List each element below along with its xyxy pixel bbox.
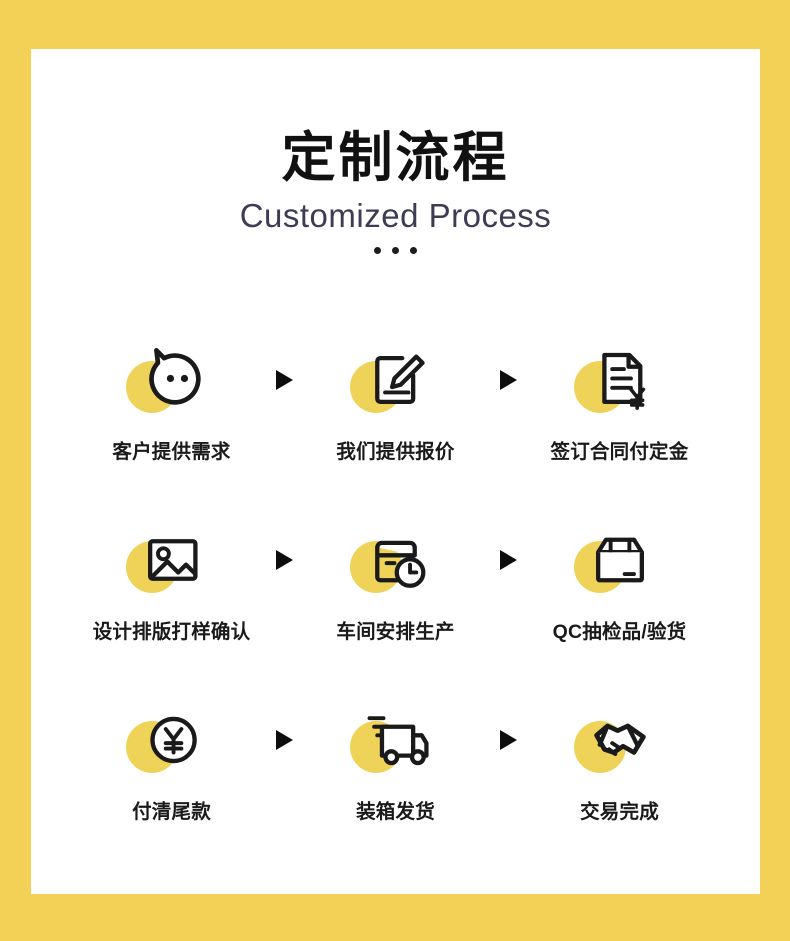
dot-icon — [410, 247, 417, 255]
step-icon-wrap — [344, 697, 448, 783]
step-label: 交易完成 — [580, 801, 659, 823]
process-step: 我们提供报价 — [303, 337, 489, 464]
page-title: 定制流程 — [281, 128, 510, 188]
step-label: 装箱发货 — [356, 801, 435, 823]
arrow-icon — [265, 517, 303, 603]
box-clock-icon — [374, 540, 425, 588]
step-icon-wrap — [120, 337, 224, 423]
process-step: 客户提供需求 — [79, 337, 265, 464]
process-step: 车间安排生产 — [303, 517, 489, 644]
process-step: QC抽检品/验货 — [527, 517, 713, 644]
process-step: 交易完成 — [527, 697, 713, 824]
process-row: 设计排版打样确认 — [31, 517, 760, 697]
handshake-icon — [593, 723, 646, 756]
contract-yen-icon — [601, 352, 645, 410]
dot-icon — [374, 247, 381, 255]
step-icon-wrap — [344, 517, 448, 603]
header-block: 定制流程 Customized Process — [31, 127, 760, 255]
process-row: 付清尾款 — [31, 697, 760, 877]
process-step: 签订合同付定金 — [527, 337, 713, 464]
process-steps-grid: 客户提供需求 我们提供报价 — [31, 337, 760, 877]
step-icon-wrap — [120, 517, 224, 603]
page-subtitle: Customized Process — [239, 197, 552, 235]
yen-coin-icon — [149, 716, 197, 764]
step-label: 车间安排生产 — [336, 621, 455, 643]
step-icon-wrap — [568, 337, 672, 423]
chat-face-icon — [148, 348, 201, 405]
image-picture-icon — [147, 539, 198, 581]
process-step: 设计排版打样确认 — [79, 517, 265, 644]
open-carton-icon — [595, 537, 644, 583]
step-icon-wrap — [344, 337, 448, 423]
step-icon-wrap — [568, 517, 672, 603]
process-step: 付清尾款 — [79, 697, 265, 824]
separator-dots — [31, 247, 760, 255]
content-panel: 定制流程 Customized Process — [31, 49, 760, 894]
arrow-icon — [265, 697, 303, 783]
process-row: 客户提供需求 我们提供报价 — [31, 337, 760, 517]
step-label: 我们提供报价 — [336, 441, 455, 463]
process-step: 装箱发货 — [303, 697, 489, 824]
delivery-truck-icon — [367, 716, 429, 766]
step-label: 付清尾款 — [132, 801, 211, 823]
arrow-icon — [489, 337, 527, 423]
arrow-icon — [489, 697, 527, 783]
step-label: 客户提供需求 — [112, 441, 231, 463]
step-icon-wrap — [120, 697, 224, 783]
dot-icon — [392, 247, 399, 255]
step-label: 签订合同付定金 — [550, 441, 689, 463]
document-pencil-icon — [374, 354, 425, 404]
step-icon-wrap — [568, 697, 672, 783]
arrow-icon — [265, 337, 303, 423]
arrow-icon — [489, 517, 527, 603]
step-label: 设计排版打样确认 — [92, 621, 251, 643]
step-label: QC抽检品/验货 — [552, 621, 687, 643]
